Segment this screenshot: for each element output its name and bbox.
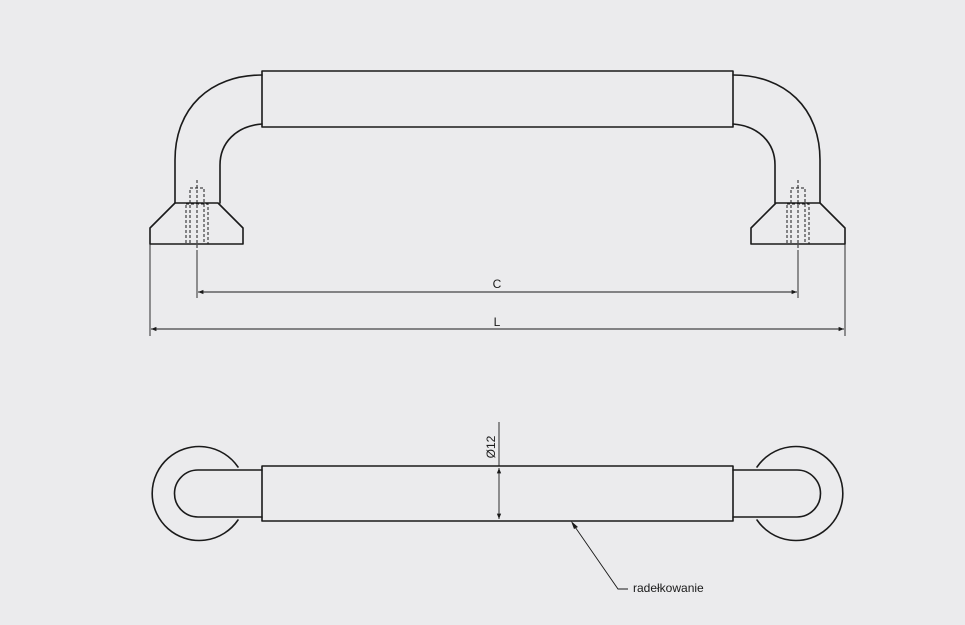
- left-bar-end: [173, 469, 263, 518]
- knurled-grip-top: [261, 465, 734, 522]
- leader-arrowhead: [571, 521, 578, 529]
- handle-outer-contour: [174, 74, 821, 204]
- diameter-label: Ø12: [484, 435, 498, 458]
- knurling-label: radełkowanie: [633, 581, 704, 595]
- dimension-l-label: L: [494, 315, 501, 329]
- front-view: [149, 70, 846, 250]
- right-round-foot: [756, 445, 844, 542]
- knurled-grip-front: [261, 70, 734, 128]
- top-view: Ø12 radełkowanie: [151, 422, 844, 595]
- handle-inner-contour: [219, 123, 776, 204]
- right-bar-end: [732, 469, 822, 518]
- dimension-lines: C L: [149, 244, 846, 336]
- knurling-leader-line: [572, 523, 628, 590]
- left-round-foot: [151, 445, 239, 542]
- right-thread-hole: [786, 180, 810, 250]
- left-thread-hole: [185, 180, 209, 250]
- dimension-c-label: C: [493, 277, 502, 291]
- left-foot: [149, 202, 244, 245]
